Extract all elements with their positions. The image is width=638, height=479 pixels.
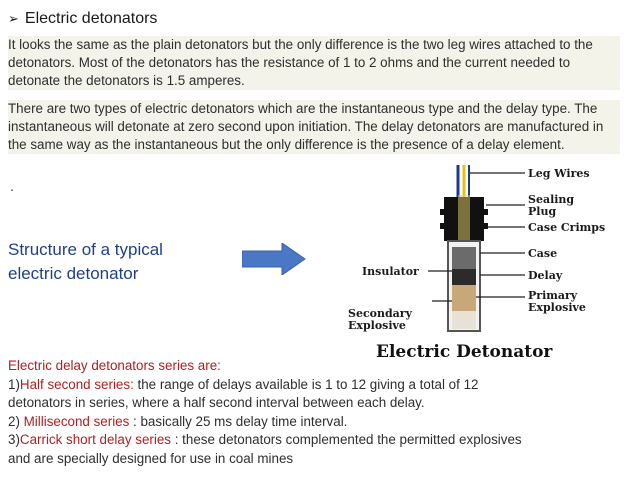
label-primary-explosive: Explosive (528, 301, 586, 314)
detonator-diagram: Leg Wires Sealing Plug Case Crimps Case … (348, 165, 605, 362)
series-item-2: 2) Millisecond series : basically 25 ms … (8, 413, 633, 432)
item3-title: Carrick short delay series (19, 432, 171, 448)
item2-title: Millisecond series (19, 413, 130, 429)
delay-series-list: Electric delay detonators series are: 1)… (8, 357, 633, 469)
structure-caption-line2: electric detonator (8, 264, 139, 283)
series-item-1: 1)Half second series: the range of delay… (8, 376, 633, 395)
label-insulator: Insulator (362, 265, 419, 278)
paragraph-resistance: It looks the same as the plain detonator… (8, 36, 620, 90)
label-secondary-explosive: Explosive (348, 319, 406, 332)
label-case: Case (528, 247, 557, 260)
item1-title: Half second series: (19, 376, 134, 392)
series-item-1-cont: detonators in series, where a half secon… (8, 395, 425, 411)
label-delay: Delay (528, 269, 563, 282)
case-graphic (447, 240, 481, 332)
right-arrow-icon (242, 243, 306, 275)
item3-text: : these detonators complemented the perm… (171, 432, 522, 448)
item1-number: 1) (8, 376, 20, 392)
stray-dot: . (10, 178, 14, 194)
item2-number: 2) (8, 413, 20, 429)
series-intro: Electric delay detonators series are: (8, 358, 221, 373)
structure-caption: Structure of a typical electric detonato… (8, 238, 163, 286)
arrow-bullet-icon: ➢ (8, 11, 19, 26)
label-secondary: Secondary (348, 307, 413, 320)
section-heading: ➢ Electric detonators (8, 10, 157, 28)
label-case-crimps: Case Crimps (528, 221, 605, 234)
item2-text: : basically 25 ms delay time interval. (129, 413, 348, 429)
label-sealing: Sealing (528, 193, 574, 206)
label-leg-wires: Leg Wires (528, 167, 590, 180)
label-primary: Primary (528, 289, 578, 302)
series-item-3: 3)Carrick short delay series : these det… (8, 431, 633, 450)
paragraph-types: There are two types of electric detonato… (8, 100, 620, 154)
label-plug: Plug (528, 205, 556, 218)
heading-title: Electric detonators (24, 10, 158, 27)
sealing-plug-graphic (440, 195, 488, 243)
structure-caption-line1: Structure of a typical (8, 240, 163, 259)
item3-number: 3) (8, 432, 20, 448)
series-item-3-cont: and are specially designed for use in co… (8, 450, 294, 466)
item1-text: the range of delays available is 1 to 12… (133, 376, 479, 392)
diagram-title: Electric Detonator (376, 342, 553, 362)
